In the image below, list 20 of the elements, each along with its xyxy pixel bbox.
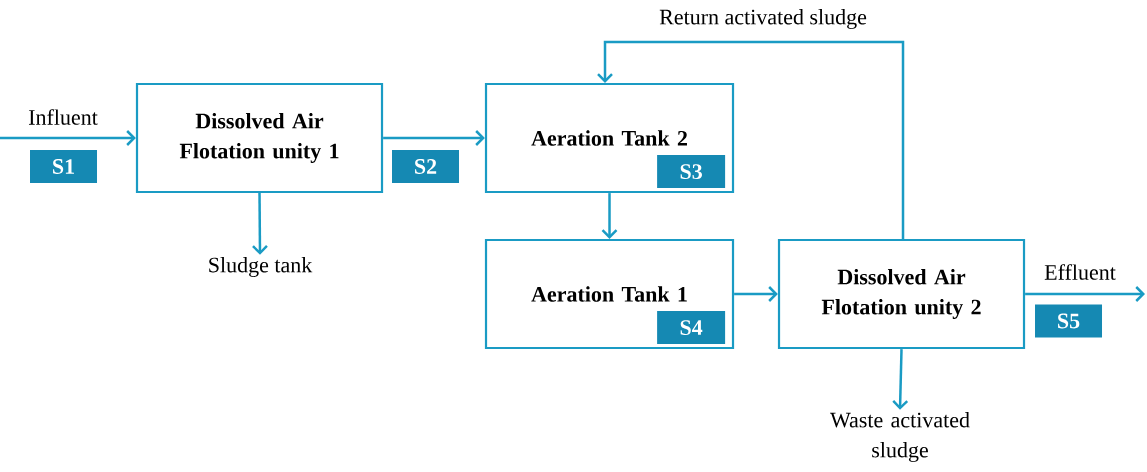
destination-text: Sludge tank: [209, 257, 313, 277]
stream-tag: S4: [657, 311, 726, 345]
arrow: [597, 40, 905, 239]
edge-label: Influent: [29, 109, 98, 125]
stream-tag: S2: [392, 150, 459, 183]
edge-label: Return activated sludge: [659, 9, 867, 29]
stream-tag: S5: [1035, 304, 1102, 338]
edge-label: Effluent: [1044, 264, 1116, 280]
arrow: [383, 130, 485, 146]
process-box: Dissolved Air Flotation unity 1: [135, 82, 384, 194]
stream-tag: S3: [657, 155, 726, 189]
stream-tag: S1: [30, 150, 97, 183]
arrow: [252, 193, 268, 255]
arrow: [1025, 286, 1145, 302]
destination-text: Waste activated sludge: [830, 412, 970, 462]
arrow: [601, 193, 618, 239]
arrow: [892, 349, 909, 410]
process-box: Dissolved Air Flotation unity 2: [777, 238, 1026, 350]
arrow: [0, 130, 136, 146]
arrow: [734, 286, 778, 302]
